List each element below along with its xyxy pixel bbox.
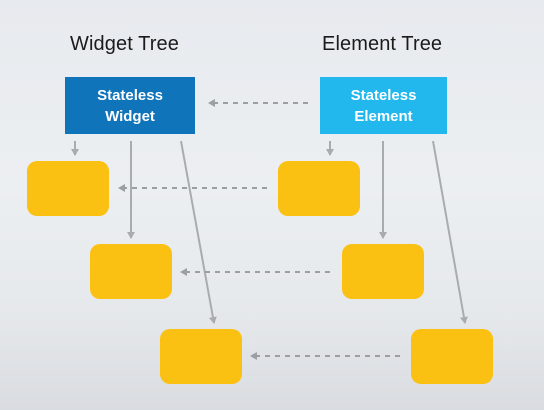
stateless-element-box: Stateless Element	[320, 77, 447, 134]
element-child-node-2	[342, 244, 424, 299]
element-child-node-3	[411, 329, 493, 384]
widget-child-node-3	[160, 329, 242, 384]
element-tree-title: Element Tree	[322, 33, 443, 55]
widget-child-node-2	[90, 244, 172, 299]
widget-tree-title: Widget Tree	[70, 33, 179, 55]
stateless-element-label-line1: Stateless	[350, 86, 417, 104]
stateless-element-label-line2: Element	[354, 107, 413, 125]
element-child-node-1	[278, 161, 360, 216]
element-tree-arrow-3	[432, 140, 468, 324]
widget-child-node-1	[27, 161, 109, 216]
stateless-widget-box: Stateless Widget	[65, 77, 195, 134]
widget-tree-arrow-3	[180, 140, 217, 324]
stateless-widget-label-line1: Stateless	[97, 86, 163, 104]
stateless-widget-label-line2: Widget	[105, 107, 155, 125]
